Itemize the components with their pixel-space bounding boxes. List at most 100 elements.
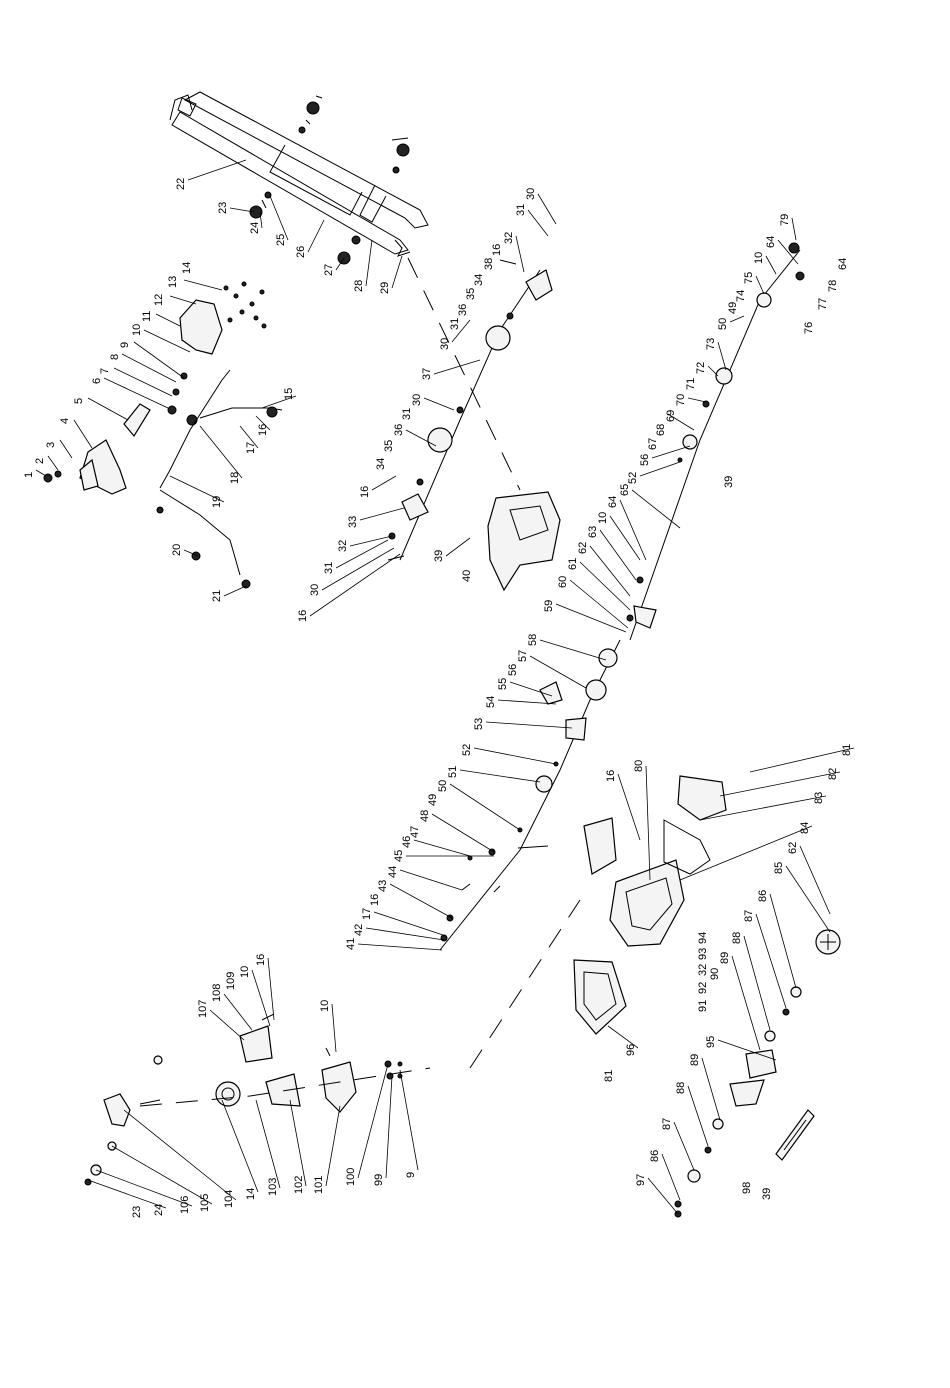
- callout-59: 59: [543, 600, 555, 612]
- callout-85: 85: [773, 862, 785, 874]
- callout-97: 97: [635, 1174, 647, 1186]
- callout-30b: 30: [439, 338, 451, 350]
- callout-5: 5: [73, 398, 85, 404]
- callout-20: 20: [171, 544, 183, 556]
- callout-43: 43: [377, 880, 389, 892]
- callout-84: 84: [799, 822, 811, 834]
- callout-65: 65: [619, 484, 631, 496]
- callout-7: 7: [99, 368, 111, 374]
- callout-30c: 30: [411, 394, 423, 406]
- callout-62b: 62: [787, 842, 799, 854]
- callout-62a: 62: [577, 542, 589, 554]
- callout-26: 26: [295, 246, 307, 258]
- screw-cluster: [223, 281, 267, 329]
- callout-30d: 30: [309, 584, 321, 596]
- callout-9: 9: [119, 342, 131, 348]
- callout-46: 46: [401, 836, 413, 848]
- callout-24: 24: [249, 222, 261, 234]
- callout-50b: 50: [437, 780, 449, 792]
- callout-19: 19: [211, 496, 223, 508]
- chute-cover: [487, 491, 561, 592]
- callout-10b: 10: [597, 512, 609, 524]
- callout-57: 57: [517, 650, 529, 662]
- callout-78: 78: [827, 280, 839, 292]
- callout-86a: 86: [757, 890, 769, 902]
- callout-90: 90: [709, 968, 721, 980]
- callout-77: 77: [817, 298, 829, 310]
- callout-76: 76: [803, 322, 815, 334]
- callout-48: 48: [419, 810, 431, 822]
- callout-31d: 31: [323, 562, 335, 574]
- callout-39a: 39: [433, 550, 445, 562]
- callout-71: 71: [685, 378, 697, 390]
- callout-93: 93: [697, 948, 709, 960]
- callout-49a: 49: [727, 302, 739, 314]
- callout-17b: 17: [361, 908, 373, 920]
- callout-61: 61: [567, 558, 579, 570]
- callout-38: 38: [483, 258, 495, 270]
- axle-assembly-upper: [387, 259, 553, 561]
- callout-labels: 1 2 3 4 5 6 7 8 9 10 11 12 13 14 15 16 1…: [23, 178, 853, 1218]
- callout-81b: 81: [603, 1070, 615, 1082]
- callout-16f: 16: [255, 954, 267, 966]
- callout-16: 16: [257, 424, 269, 436]
- callout-96: 96: [625, 1044, 637, 1056]
- callout-89a: 89: [719, 952, 731, 964]
- callout-41: 41: [345, 938, 357, 950]
- callout-10a: 10: [753, 252, 765, 264]
- callout-53: 53: [473, 718, 485, 730]
- callout-28: 28: [353, 280, 365, 292]
- callout-33: 33: [347, 516, 359, 528]
- callout-14b: 14: [245, 1188, 257, 1200]
- callout-73: 73: [705, 338, 717, 350]
- callout-32b: 32: [337, 540, 349, 552]
- callout-3: 3: [45, 442, 57, 448]
- main-deck-housing: [573, 775, 727, 1035]
- callout-88b: 88: [675, 1082, 687, 1094]
- callout-9b: 9: [405, 1172, 417, 1178]
- callout-98: 98: [741, 1182, 753, 1194]
- callout-22: 22: [175, 178, 187, 190]
- callout-40: 40: [461, 570, 473, 582]
- callout-12: 12: [153, 294, 165, 306]
- callout-13: 13: [167, 276, 179, 288]
- axle-assembly-right: [626, 242, 805, 641]
- callout-10d: 10: [319, 1000, 331, 1012]
- callout-60: 60: [557, 576, 569, 588]
- callout-94: 94: [697, 932, 709, 944]
- callout-35b: 35: [383, 440, 395, 452]
- callout-103: 103: [267, 1178, 279, 1196]
- callout-82: 82: [827, 768, 839, 780]
- callout-109: 109: [225, 972, 237, 990]
- handle-assembly: [169, 91, 429, 265]
- callout-32a: 32: [503, 232, 515, 244]
- callout-18: 18: [229, 472, 241, 484]
- callout-23: 23: [217, 202, 229, 214]
- callout-92: 92: [697, 982, 709, 994]
- callout-30a: 30: [525, 188, 537, 200]
- callout-16d: 16: [369, 894, 381, 906]
- callout-1: 1: [23, 472, 35, 478]
- callout-56a: 56: [639, 454, 651, 466]
- callout-104: 104: [223, 1190, 235, 1208]
- callout-34a: 34: [473, 274, 485, 286]
- callout-50a: 50: [717, 318, 729, 330]
- callout-86b: 86: [649, 1150, 661, 1162]
- callout-87b: 87: [661, 1118, 673, 1130]
- callout-54: 54: [485, 696, 497, 708]
- callout-68: 68: [655, 424, 667, 436]
- callout-51: 51: [447, 766, 459, 778]
- callout-23b: 23: [131, 1206, 143, 1218]
- switch-box-assembly: [43, 281, 283, 589]
- callout-87a: 87: [743, 910, 755, 922]
- callout-36a: 36: [457, 304, 469, 316]
- callout-56b: 56: [507, 664, 519, 676]
- callout-88a: 88: [731, 932, 743, 944]
- callout-95: 95: [705, 1036, 717, 1048]
- callout-47: 47: [409, 826, 421, 838]
- callout-16c: 16: [297, 610, 309, 622]
- callout-107: 107: [197, 1000, 209, 1018]
- callout-35a: 35: [465, 288, 477, 300]
- callout-70: 70: [675, 394, 687, 406]
